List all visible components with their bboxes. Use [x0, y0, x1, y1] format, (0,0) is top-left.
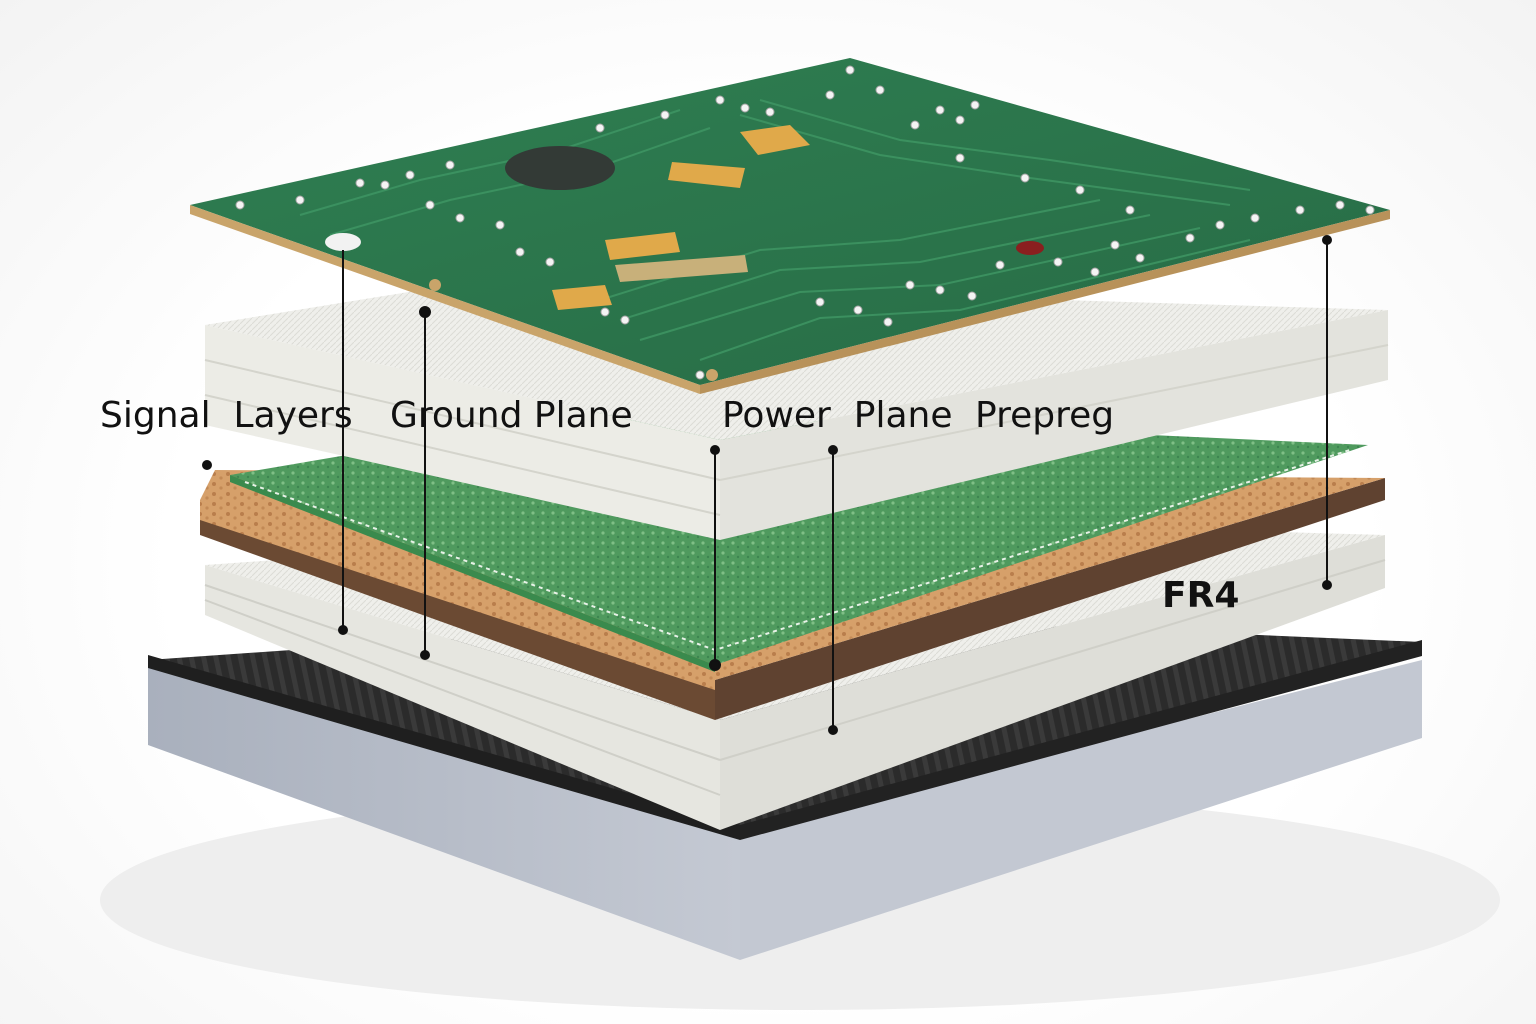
prepreg-label: Prepreg: [975, 395, 1115, 436]
mounting-hole: [325, 233, 361, 251]
gold-pad: [552, 285, 612, 310]
gold-pad: [605, 232, 680, 260]
ground-plane-label: Ground Plane: [390, 395, 633, 436]
gold-via: [429, 279, 441, 291]
leader-lines: [202, 235, 1332, 735]
top-pcb-board: [190, 58, 1390, 394]
gold-pad: [740, 125, 810, 155]
connector: [615, 255, 748, 282]
red-component: [1016, 241, 1044, 255]
signal-layers-label: Signal Layers: [100, 395, 353, 436]
chip-ic: [505, 146, 615, 190]
gold-via: [706, 369, 718, 381]
fr4-label: FR4: [1162, 575, 1240, 616]
power-plane-label: Power Plane: [722, 395, 953, 436]
gold-pad: [668, 162, 745, 188]
